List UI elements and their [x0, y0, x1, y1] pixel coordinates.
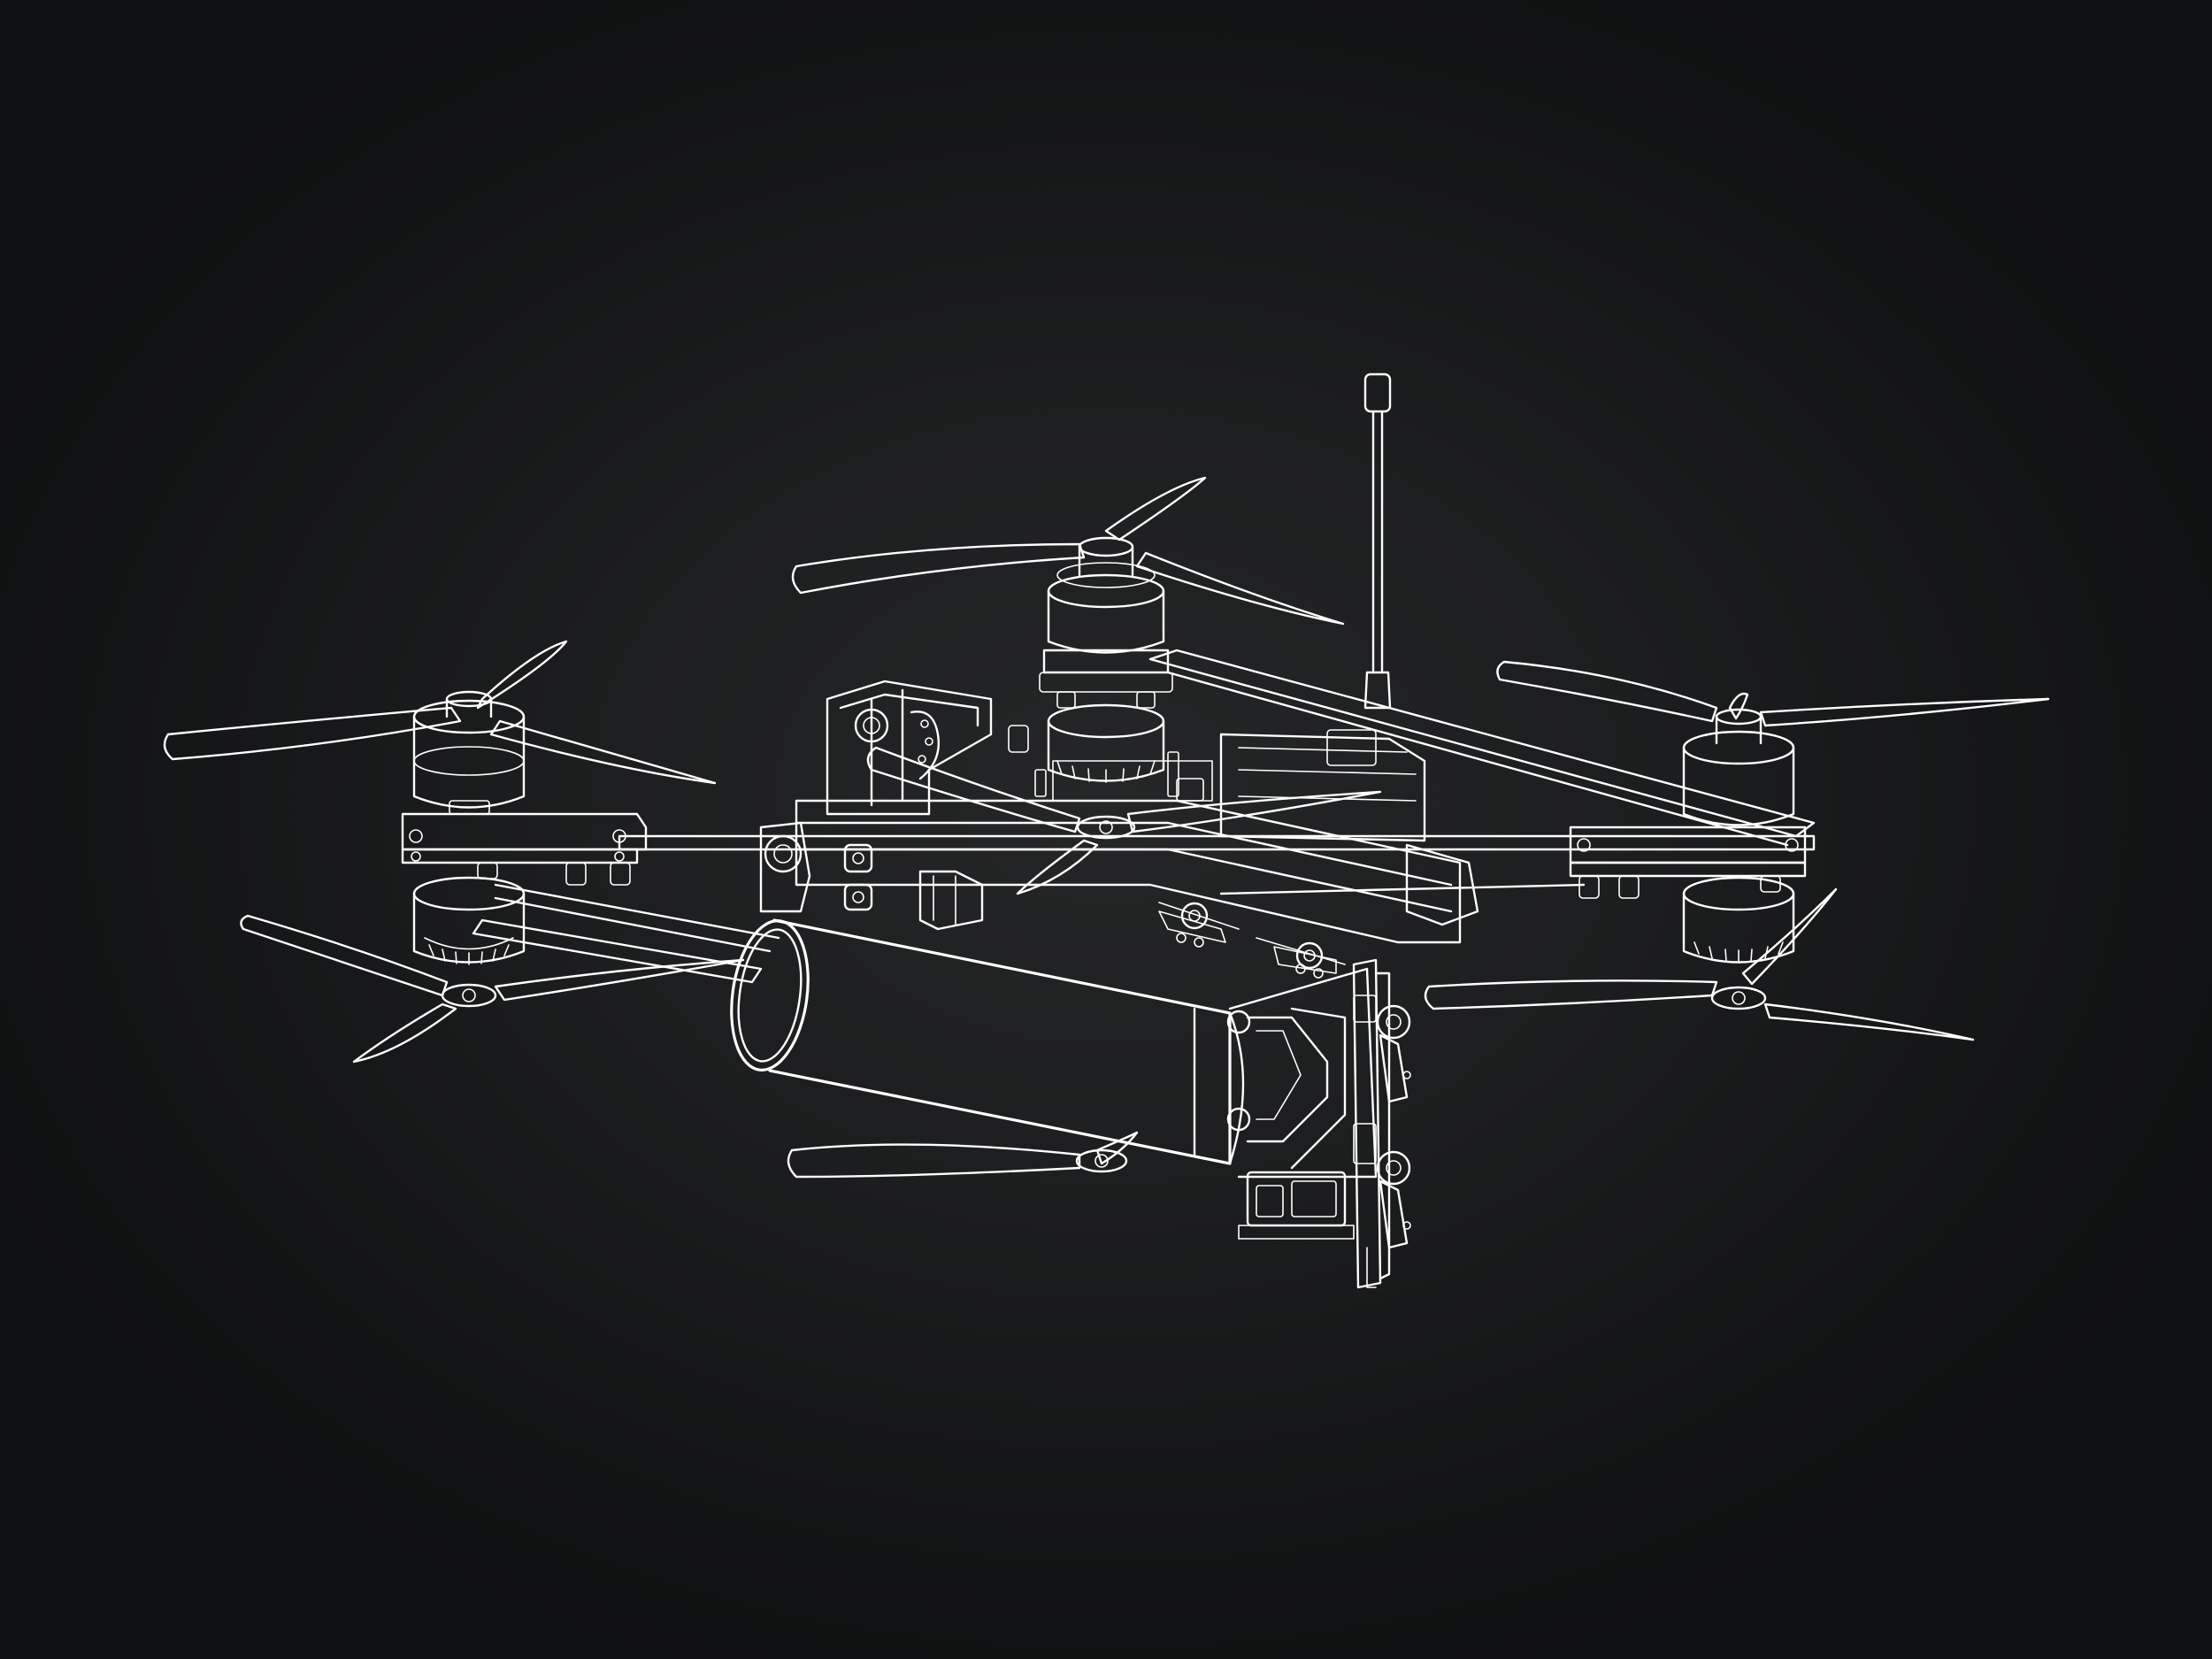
antenna — [1363, 373, 1392, 710]
motor-left-top — [412, 690, 526, 815]
left-arm-plate — [401, 812, 648, 886]
camera-cage — [826, 680, 1029, 816]
propellers — [163, 476, 2050, 1179]
motor-right-top — [1682, 708, 1795, 826]
motor-left-bottom — [412, 876, 526, 1008]
motor-center-top — [1039, 536, 1173, 709]
payload-bracket — [1228, 967, 1378, 1240]
front-nose — [759, 821, 984, 931]
motor-center-bottom — [1047, 703, 1165, 840]
electronics-details — [1158, 910, 1337, 979]
payload-tube — [730, 918, 1251, 1165]
motor-right-bottom — [1682, 876, 1795, 1010]
right-arm-plate — [1569, 826, 1807, 899]
body-stack — [795, 729, 1479, 970]
release-mechanism — [1352, 958, 1411, 1289]
